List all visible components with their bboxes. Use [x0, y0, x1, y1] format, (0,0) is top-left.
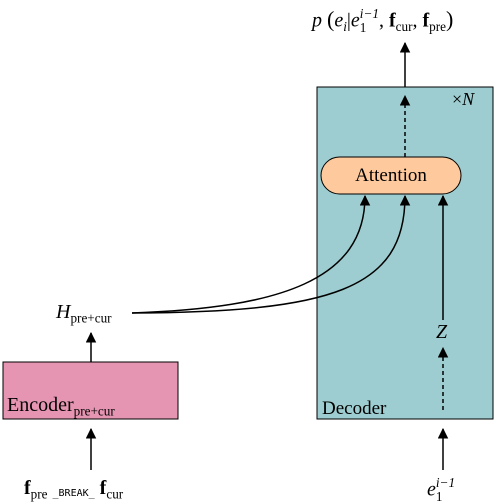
- output-e-sub: i: [343, 19, 347, 35]
- decoder-input-e: e: [427, 478, 436, 501]
- decoder-block: [316, 86, 494, 420]
- output-p: p: [312, 9, 322, 32]
- repeat-label: ×N: [452, 90, 474, 108]
- decoder-label: Decoder: [322, 398, 387, 419]
- encoder-input-f-pre-sub: pre: [30, 486, 48, 502]
- encoder-label: Encoderpre+cur: [7, 394, 115, 418]
- encoder-label-text: Encoder: [7, 394, 74, 416]
- encoder-label-sub: pre+cur: [73, 403, 115, 419]
- output-f-cur-sub: cur: [395, 19, 413, 35]
- output-f-pre-sub: pre: [429, 19, 446, 35]
- encoder-input-f-pre: f: [24, 477, 31, 499]
- attention-label: Attention: [355, 165, 427, 186]
- output-e1: e: [350, 9, 360, 32]
- attention-block: [320, 156, 462, 195]
- output-f-pre: f: [422, 9, 430, 32]
- decoder-input-sup: i−1: [435, 475, 456, 490]
- output-e1-sub: 1: [359, 19, 367, 35]
- repeat-n: N: [462, 89, 475, 109]
- encoder-block: [2, 361, 179, 420]
- output-e1-sup: i−1: [359, 6, 379, 21]
- encoder-input-f-cur: f: [99, 477, 107, 499]
- hidden-to-attention-curve-1: [131, 194, 371, 314]
- hidden-h: H: [56, 301, 71, 323]
- break-token: _BREAK_: [52, 488, 95, 499]
- decoder-input-sub: 1: [435, 488, 443, 504]
- hidden-h-sub: pre+cur: [70, 310, 112, 326]
- repeat-times-symbol: ×: [452, 89, 463, 109]
- output-e: e: [334, 9, 344, 32]
- hidden-state-label: Hpre+cur: [56, 301, 112, 325]
- z-label: Z: [436, 321, 448, 343]
- output-f-cur: f: [388, 9, 396, 32]
- hidden-to-attention-curve-2: [131, 194, 411, 314]
- encoder-input-label: fpre _BREAK_ fcur: [24, 477, 124, 502]
- encoder-input-f-cur-sub: cur: [106, 486, 124, 502]
